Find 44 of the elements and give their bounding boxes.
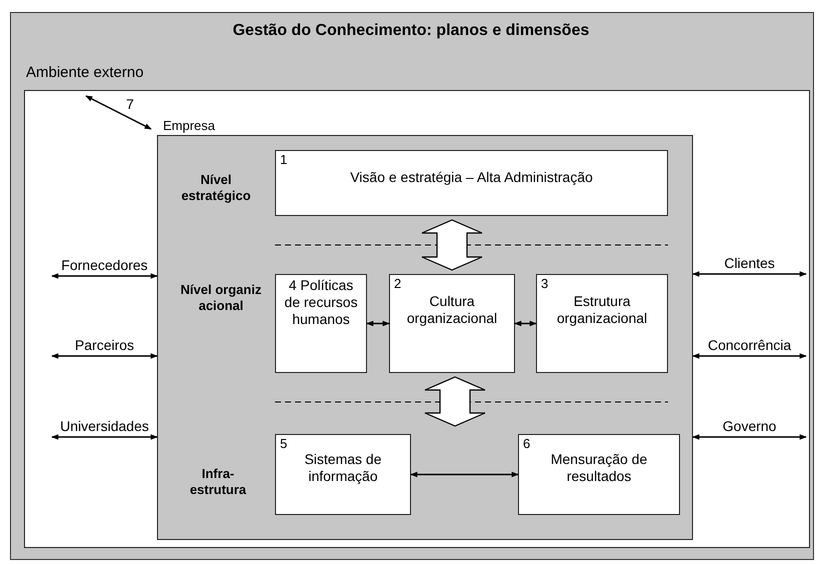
double-arrow	[692, 271, 807, 277]
edge-label: Concorrência	[708, 337, 792, 353]
box-number: 6	[523, 437, 530, 451]
process-box	[275, 274, 367, 373]
box-text: Visão e estratégia – Alta Administração	[350, 169, 593, 186]
double-arrow	[51, 434, 158, 440]
double-block-arrow	[421, 219, 483, 271]
double-arrow	[51, 273, 158, 279]
box-text: Sistemas de informação	[303, 451, 383, 485]
company-box	[157, 118, 693, 540]
double-block-arrow	[424, 376, 486, 427]
section-heading: Empresa	[163, 118, 216, 133]
box-number: 3	[541, 277, 548, 291]
edge-label: Governo	[722, 418, 776, 434]
double-arrow	[85, 95, 152, 130]
box-number: 1	[280, 153, 288, 167]
double-arrow	[692, 353, 807, 359]
box-text: 4 Políticas de recursos humanos	[283, 277, 359, 328]
process-box	[536, 274, 668, 373]
level-label: Infra-estrutura	[188, 466, 248, 498]
diagram-title: Gestão do Conhecimento: planos e dimensões	[232, 22, 590, 40]
process-box	[389, 274, 515, 373]
double-arrow	[366, 320, 390, 326]
edge-label: Universidades	[60, 418, 149, 434]
level-label: Nível organizacional	[180, 282, 262, 314]
edge-label: Fornecedores	[61, 257, 148, 273]
edge-label: Clientes	[724, 255, 775, 271]
process-box	[275, 434, 411, 515]
edge-label: Parceiros	[74, 337, 134, 353]
double-arrow	[51, 353, 158, 359]
edge-label: 7	[126, 96, 134, 112]
double-arrow	[692, 434, 807, 440]
box-text: Estrutura organizacional	[556, 293, 648, 327]
process-box	[518, 434, 680, 515]
box-number: 2	[394, 277, 402, 291]
environment-box	[24, 64, 810, 548]
level-label: Nível estratégico	[180, 172, 252, 204]
box-number: 5	[280, 437, 288, 451]
process-box	[275, 150, 668, 216]
box-text: Mensuração de resultados	[550, 451, 648, 485]
section-heading: Ambiente externo	[26, 64, 144, 81]
box-text: Cultura organizacional	[406, 293, 498, 327]
double-arrow	[410, 472, 519, 478]
double-arrow	[514, 320, 537, 326]
